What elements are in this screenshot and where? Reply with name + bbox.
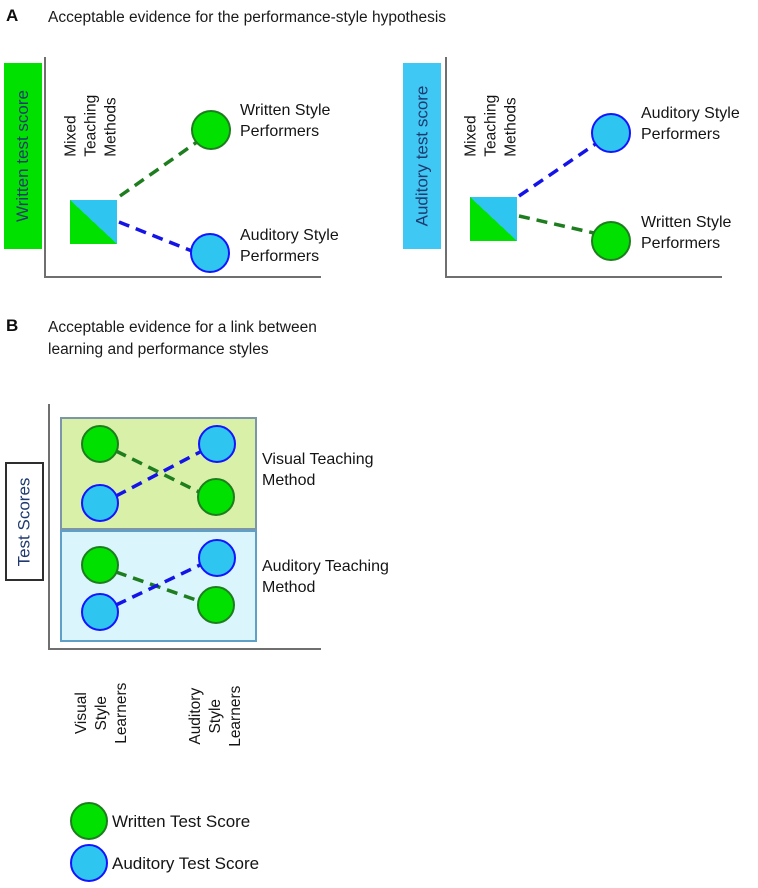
written-test-score-axis-label-box: Written test score <box>4 63 42 249</box>
a-left-mixed-methods-marker <box>70 200 117 244</box>
panel-a-letter: A <box>6 6 19 25</box>
legend-auditory-score-swatch <box>70 844 108 882</box>
panel-b-letter: B <box>6 316 19 335</box>
a-left-mixed-methods-label: Mixed Teaching Methods <box>62 94 119 158</box>
b1-visual-learner-written-score-point <box>81 425 119 463</box>
a-left-x-axis-line <box>44 276 321 278</box>
b2-visual-learner-auditory-score-point <box>81 593 119 631</box>
a-left-written-trend-line <box>118 140 199 198</box>
test-scores-axis-label-box: Test Scores <box>5 462 44 581</box>
b-x-label-auditory-learners: Auditory Style Learners <box>186 685 245 747</box>
test-scores-axis-label: Test Scores <box>14 477 34 566</box>
a-right-auditory-performers-point <box>591 113 631 153</box>
legend-auditory-score-label: Auditory Test Score <box>112 854 260 873</box>
a-right-x-axis-line <box>445 276 722 278</box>
a-right-mixed-methods-label: Mixed Teaching Methods <box>462 94 519 158</box>
b2-auditory-learner-auditory-score-point <box>198 539 236 577</box>
a-right-mixed-methods-label-box: Mixed Teaching Methods <box>462 62 519 190</box>
a-left-y-axis-line <box>44 57 46 278</box>
b-x-label-auditory-learners-box: Auditory Style Learners <box>176 652 256 780</box>
b2-visual-learner-written-score-point <box>81 546 119 584</box>
b1-auditory-learner-auditory-score-point <box>198 425 236 463</box>
a-left-lower-point-label: Auditory Style Performers <box>240 227 339 266</box>
panel-a-title: Acceptable evidence for the performance-… <box>48 9 447 26</box>
auditory-test-score-axis-label-box: Auditory test score <box>403 63 441 249</box>
a-left-auditory-trend-line <box>118 220 193 253</box>
auditory-test-score-axis-label: Auditory test score <box>412 85 431 227</box>
a-right-auditory-trend-line <box>518 141 598 198</box>
a-left-written-performers-point <box>191 110 231 150</box>
visual-teaching-band-label: Visual Teaching Method <box>262 451 374 490</box>
a-right-y-axis-line <box>445 57 447 278</box>
panel-b-title: Acceptable evidence for a link between l… <box>48 319 317 358</box>
written-test-score-axis-label: Written test score <box>13 90 33 222</box>
a-right-lower-point-label: Written Style Performers <box>641 214 732 253</box>
b-x-label-visual-learners-box: Visual Style Learners <box>62 652 142 774</box>
a-right-upper-point-label: Auditory Style Performers <box>641 105 740 144</box>
a-right-mixed-methods-marker <box>470 197 517 241</box>
a-right-written-trend-line <box>518 214 595 235</box>
b1-visual-learner-auditory-score-point <box>81 484 119 522</box>
auditory-teaching-band-label: Auditory Teaching Method <box>262 558 389 597</box>
a-left-mixed-methods-label-box: Mixed Teaching Methods <box>62 62 119 190</box>
b1-auditory-learner-written-score-point <box>197 478 235 516</box>
b-x-label-visual-learners: Visual Style Learners <box>72 682 131 744</box>
b-y-axis-line <box>48 404 50 650</box>
a-left-upper-point-label: Written Style Performers <box>240 102 331 141</box>
a-left-auditory-performers-point <box>190 233 230 273</box>
b-x-axis-line <box>48 648 321 650</box>
b2-auditory-learner-written-score-point <box>197 586 235 624</box>
legend-written-score-label: Written Test Score <box>112 812 251 831</box>
a-right-written-performers-point <box>591 221 631 261</box>
legend-written-score-swatch <box>70 802 108 840</box>
